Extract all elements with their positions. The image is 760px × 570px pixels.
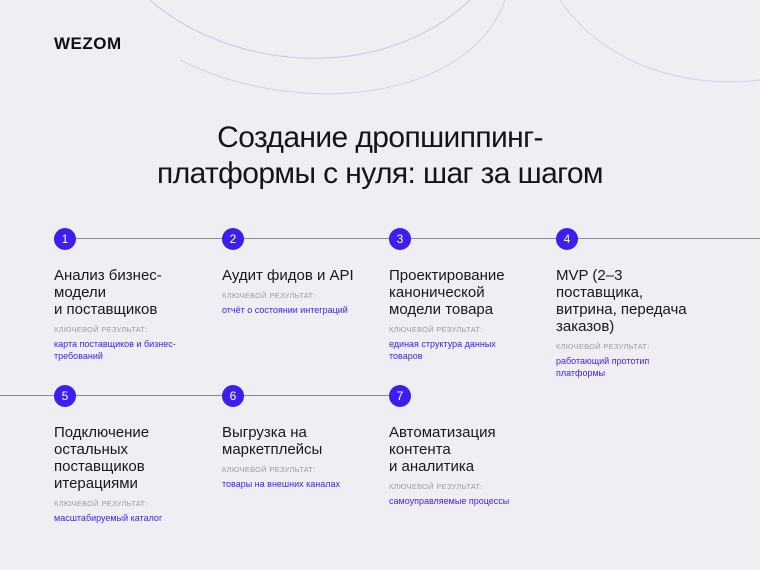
step-7: 7 Автоматизация контента и аналитика КЛЮ… xyxy=(389,385,539,507)
step-title: Автоматизация контента и аналитика xyxy=(389,424,496,475)
step-6: 6 Выгрузка на маркетплейсы КЛЮЧЕВОЙ РЕЗУ… xyxy=(222,385,372,490)
step-3: 3 Проектирование канонической модели тов… xyxy=(389,228,539,362)
result-label: КЛЮЧЕВОЙ РЕЗУЛЬТАТ: xyxy=(54,499,148,508)
result-label: КЛЮЧЕВОЙ РЕЗУЛЬТАТ: xyxy=(222,465,316,474)
result-label: КЛЮЧЕВОЙ РЕЗУЛЬТАТ: xyxy=(389,325,483,334)
result-value: единая структура данных товаров xyxy=(389,339,496,361)
wezom-logo: WEZOM xyxy=(54,34,122,53)
step-number-badge: 6 xyxy=(222,385,244,407)
result-value: масштабируемый каталог xyxy=(54,513,163,523)
result-label: КЛЮЧЕВОЙ РЕЗУЛЬТАТ: xyxy=(54,325,148,334)
title-line-2: платформы с нуля: шаг за шагом xyxy=(157,157,604,190)
step-5: 5 Подключение остальных поставщиков итер… xyxy=(54,385,204,524)
step-title: Выгрузка на маркетплейсы xyxy=(222,424,323,458)
page-title: Создание дропшиппинг- платформы с нуля: … xyxy=(0,120,760,192)
result-label: КЛЮЧЕВОЙ РЕЗУЛЬТАТ: xyxy=(389,482,483,491)
result-value: товары на внешних каналах xyxy=(222,479,341,489)
step-title: Анализ бизнес- модели и поставщиков xyxy=(54,267,162,318)
step-number-badge: 2 xyxy=(222,228,244,250)
step-2: 2 Аудит фидов и API КЛЮЧЕВОЙ РЕЗУЛЬТАТ: … xyxy=(222,228,372,316)
step-number-badge: 4 xyxy=(556,228,578,250)
step-number-badge: 3 xyxy=(389,228,411,250)
result-value: отчёт о состоянии интеграций xyxy=(222,305,348,315)
result-label: КЛЮЧЕВОЙ РЕЗУЛЬТАТ: xyxy=(222,291,316,300)
step-title: MVP (2–3 поставщика, витрина, передача з… xyxy=(556,267,687,335)
step-title: Аудит фидов и API xyxy=(222,267,354,284)
step-title: Проектирование канонической модели товар… xyxy=(389,267,505,318)
step-title: Подключение остальных поставщиков итерац… xyxy=(54,424,150,492)
result-value: самоуправляемые процессы xyxy=(389,496,510,506)
step-number-badge: 1 xyxy=(54,228,76,250)
step-number-badge: 5 xyxy=(54,385,76,407)
timeline-row-2 xyxy=(0,395,400,396)
result-value: работающий прототип платформы xyxy=(556,356,650,378)
step-4: 4 MVP (2–3 поставщика, витрина, передача… xyxy=(556,228,706,379)
step-1: 1 Анализ бизнес- модели и поставщиков КЛ… xyxy=(54,228,204,362)
result-value: карта поставщиков и бизнес- требований xyxy=(54,339,176,361)
step-number-badge: 7 xyxy=(389,385,411,407)
result-label: КЛЮЧЕВОЙ РЕЗУЛЬТАТ: xyxy=(556,342,650,351)
title-line-1: Создание дропшиппинг- xyxy=(217,121,543,154)
